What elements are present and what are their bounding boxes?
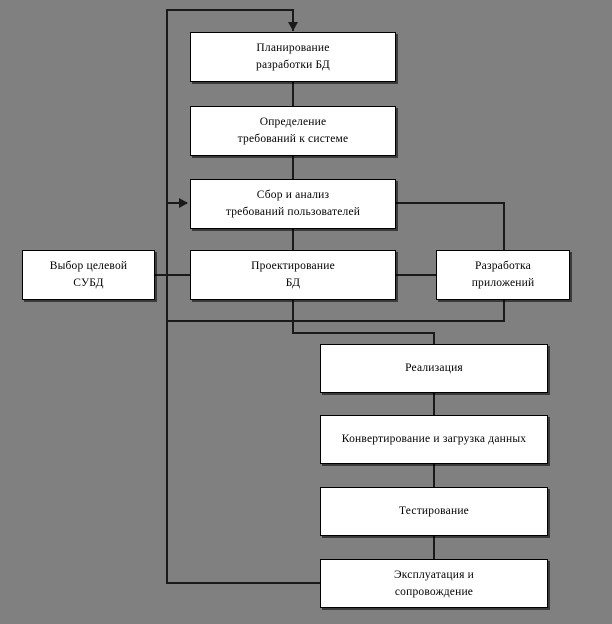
connector-collect-to-app-branch [395, 202, 505, 251]
node-label-operation-support: Эксплуатация и сопровождение [394, 568, 474, 598]
node-label-planning: Планирование разработки БД [256, 42, 330, 71]
node-label-app-development: Разработка приложений [471, 260, 535, 289]
connector-design-to-implementation [292, 299, 435, 345]
node-operation-support[interactable]: Эксплуатация и сопровождение [320, 559, 548, 608]
node-planning[interactable]: Планирование разработки БД [190, 32, 396, 82]
node-testing[interactable]: Тестирование [320, 487, 548, 536]
node-label-collect-analyze: Сбор и анализ требований пользователей [225, 189, 361, 218]
node-label-testing: Тестирование [399, 505, 469, 517]
node-target-dbms[interactable]: Выбор целевой СУБД [22, 250, 155, 300]
node-label-requirements: Определение требований к системе [237, 116, 349, 145]
connector-app-to-lower-bus [166, 299, 505, 322]
node-collect-analyze[interactable]: Сбор и анализ требований пользователей [190, 179, 396, 229]
node-db-design[interactable]: Проектирование БД [190, 250, 396, 300]
arrow-into-collect [179, 198, 188, 208]
node-label-db-design: Проектирование БД [251, 260, 335, 289]
node-label-implementation: Реализация [405, 362, 463, 374]
arrow-into-planning [288, 22, 298, 31]
node-requirements[interactable]: Определение требований к системе [190, 106, 396, 156]
node-convert-load[interactable]: Конвертирование и загрузка данных [320, 415, 548, 464]
node-label-target-dbms: Выбор целевой СУБД [49, 260, 128, 289]
node-implementation[interactable]: Реализация [320, 344, 548, 393]
node-app-development[interactable]: Разработка приложений [436, 250, 570, 300]
node-label-convert-load: Конвертирование и загрузка данных [341, 433, 527, 445]
